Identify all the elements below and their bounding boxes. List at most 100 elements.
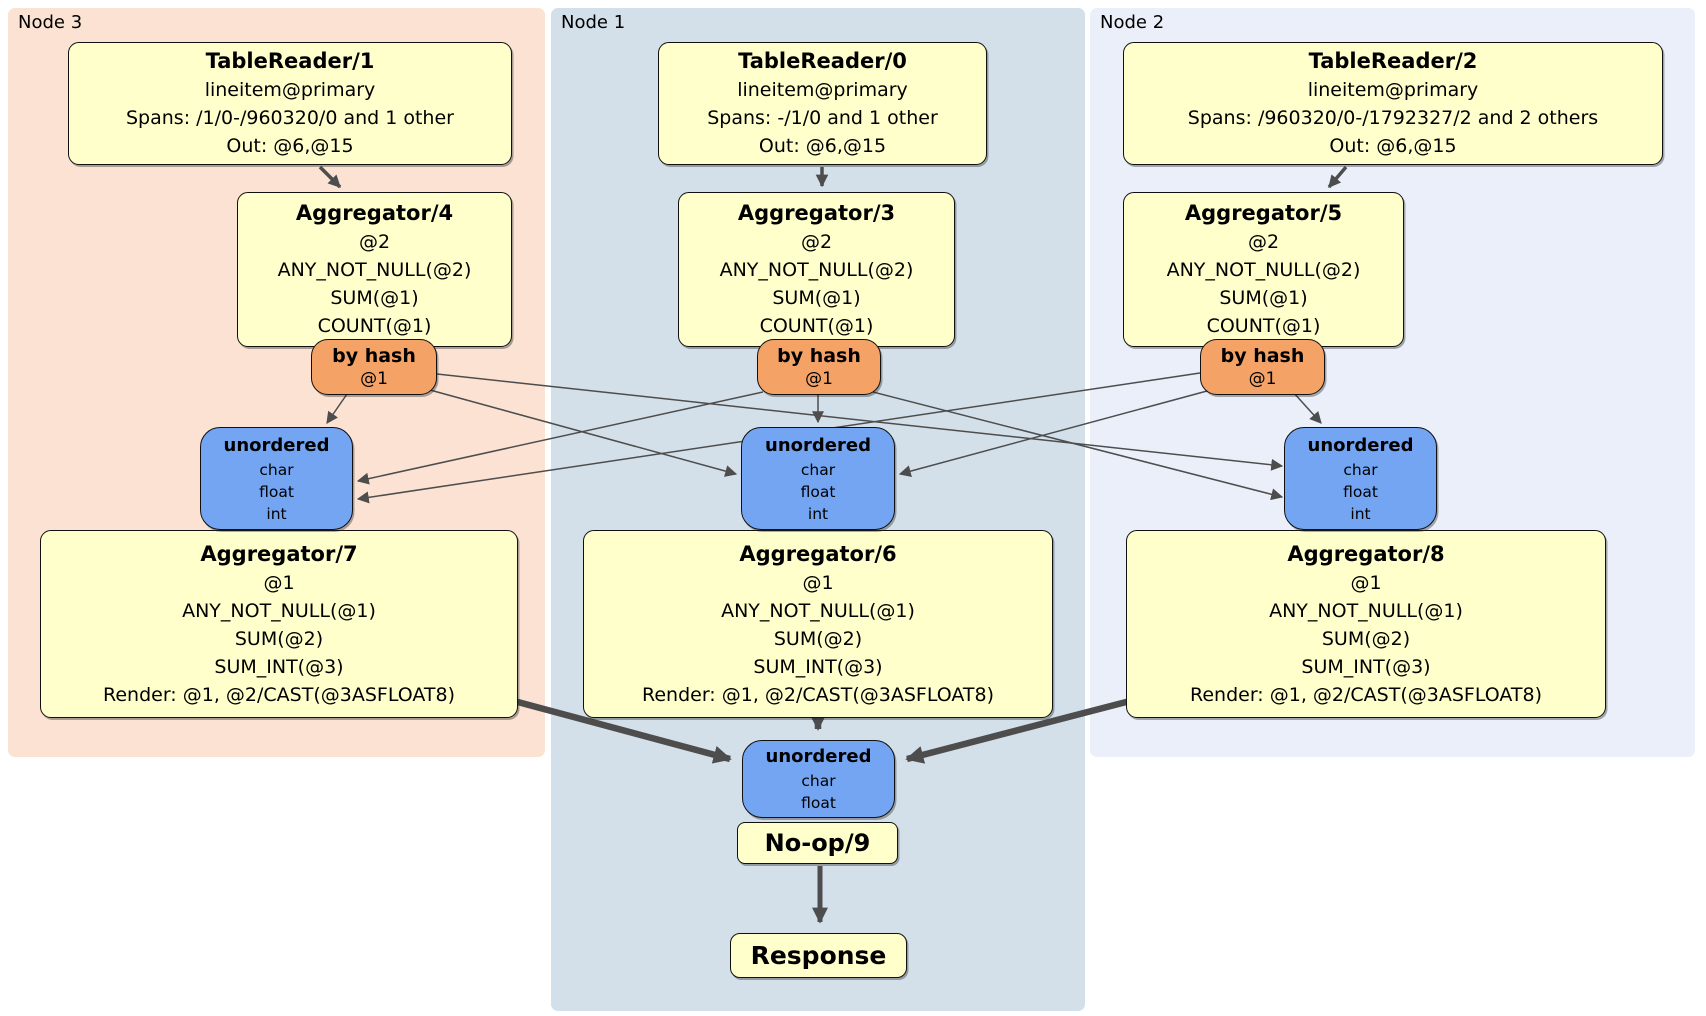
aggregator-7-fn1: ANY_NOT_NULL(@1) [182,599,376,622]
edge-router2-sync2 [1292,391,1322,424]
aggregator-6-fn1: ANY_NOT_NULL(@1) [721,599,915,622]
aggregator-4-box: Aggregator/4 @2 ANY_NOT_NULL(@2) SUM(@1)… [237,192,512,347]
aggregator-8-title: Aggregator/8 [1287,541,1445,566]
unordered-sync-node2-col1: char [1343,460,1378,479]
aggregator-4-group: @2 [358,231,391,253]
aggregator-8-fn1: ANY_NOT_NULL(@1) [1269,599,1463,622]
tablereader-1-out: Out: @6,@15 [226,135,354,157]
aggregator-4-title: Aggregator/4 [295,201,454,225]
aggregator-3-group: @2 [800,231,833,253]
tablereader-2-index: lineitem@primary [1307,79,1479,101]
response-label: Response [750,941,887,970]
noop-9-label: No-op/9 [764,829,871,857]
aggregator-3-fn2: SUM(@1) [772,287,861,309]
unordered-sync-node3-col3: int [266,504,287,523]
tablereader-0-spans: Spans: -/1/0 and 1 other [707,107,938,129]
aggregator-4-fn3: COUNT(@1) [317,315,432,337]
aggregator-3-fn3: COUNT(@1) [759,315,874,337]
unordered-sync-node1-col3: int [807,504,829,523]
tablereader-2-box: TableReader/2 lineitem@primary Spans: /9… [1123,42,1663,165]
aggregator-4-fn2: SUM(@1) [330,287,419,309]
edge-router1-sync3 [356,391,764,485]
aggregator-6-render: Render: @1, @2/CAST(@3ASFLOAT8) [642,683,994,706]
tablereader-2-out: Out: @6,@15 [1329,135,1457,157]
tablereader-to-aggregator-edges [318,165,1348,189]
unordered-sync-final-title: unordered [765,746,872,767]
panel-node3-label: Node 3 [18,12,83,33]
edge-router3-sync2 [436,373,1284,471]
tablereader-0-box: TableReader/0 lineitem@primary Spans: -/… [658,42,987,165]
aggregator-3-fn1: ANY_NOT_NULL(@2) [719,259,914,281]
aggregator-6-fn2: SUM(@2) [773,627,863,650]
unordered-sync-node1: unordered char float int [741,427,895,530]
hash-router-node1-title: by hash [777,345,861,367]
hash-router-node2: by hash @1 [1200,339,1325,395]
aggregator-5-title: Aggregator/5 [1184,201,1343,225]
hash-router-node3-key: @1 [360,369,388,389]
aggregator-8-fn2: SUM(@2) [1321,627,1411,650]
aggregator-7-fn2: SUM(@2) [234,627,324,650]
aggregator-6-title: Aggregator/6 [739,541,897,566]
aggregator-3-box: Aggregator/3 @2 ANY_NOT_NULL(@2) SUM(@1)… [678,192,955,347]
aggregator-5-fn2: SUM(@1) [1219,287,1308,309]
aggregator-3-title: Aggregator/3 [737,201,896,225]
unordered-sync-final-col1: char [801,772,836,790]
unordered-sync-final-col2: float [801,794,836,812]
aggregator-7-group: @1 [263,571,295,594]
aggregator-6-group: @1 [802,571,834,594]
aggregator-8-render: Render: @1, @2/CAST(@3ASFLOAT8) [1190,683,1542,706]
tablereader-0-index: lineitem@primary [737,79,908,101]
unordered-sync-final: unordered char float [742,740,895,818]
hash-router-node3: by hash @1 [311,339,437,395]
tablereader-1-box: TableReader/1 lineitem@primary Spans: /1… [68,42,512,165]
unordered-sync-node1-title: unordered [765,434,871,456]
aggregator-7-render: Render: @1, @2/CAST(@3ASFLOAT8) [103,683,455,706]
unordered-sync-node3-col1: char [259,460,294,479]
edge-agg8-finalsync [905,697,1131,764]
tablereader-1-spans: Spans: /1/0-/960320/0 and 1 other [126,107,454,129]
edge-tr1-agg4 [318,165,342,189]
noop-9-box: No-op/9 [737,822,898,864]
aggregator-5-group: @2 [1247,231,1280,253]
aggregator-7-title: Aggregator/7 [200,541,358,566]
unordered-sync-node3: unordered char float int [200,427,353,530]
unordered-sync-node2: unordered char float int [1284,427,1437,530]
aggregator-6-fn3: SUM_INT(@3) [753,655,883,678]
aggregator-8-group: @1 [1350,571,1382,594]
aggregator-8-fn3: SUM_INT(@3) [1301,655,1431,678]
panel-node2-label: Node 2 [1100,12,1165,33]
aggregator-6-box: Aggregator/6 @1 ANY_NOT_NULL(@1) SUM(@2)… [583,530,1053,718]
aggregator-7-fn3: SUM_INT(@3) [214,655,344,678]
unordered-sync-node2-col2: float [1343,482,1378,501]
tablereader-1-title: TableReader/1 [205,49,375,73]
aggregator-5-box: Aggregator/5 @2 ANY_NOT_NULL(@2) SUM(@1)… [1123,192,1404,347]
tablereader-0-out: Out: @6,@15 [758,135,887,157]
unordered-sync-node3-col2: float [259,482,294,501]
aggregator-5-fn3: COUNT(@1) [1206,315,1321,337]
edge-tr2-agg5 [1327,165,1348,189]
unordered-sync-node1-col1: char [800,460,836,479]
unordered-sync-node1-col2: float [800,482,836,501]
aggregator-4-fn1: ANY_NOT_NULL(@2) [277,259,472,281]
hash-router-node2-title: by hash [1220,345,1305,367]
tablereader-2-spans: Spans: /960320/0-/1792327/2 and 2 others [1187,107,1599,129]
tablereader-1-index: lineitem@primary [204,79,376,101]
aggregator-5-fn1: ANY_NOT_NULL(@2) [1166,259,1361,281]
tablereader-0-title: TableReader/0 [738,49,907,73]
unordered-sync-node3-title: unordered [223,434,330,456]
edge-agg7-finalsync [513,697,732,764]
hash-router-node1-key: @1 [805,369,833,389]
unordered-sync-node2-col3: int [1350,504,1371,523]
hash-router-node3-title: by hash [332,345,416,367]
tablereader-2-title: TableReader/2 [1308,49,1478,73]
edge-router2-sync1 [898,390,1208,477]
aggregator-7-box: Aggregator/7 @1 ANY_NOT_NULL(@1) SUM(@2)… [40,530,518,718]
response-box: Response [730,933,907,978]
panel-node1-label: Node 1 [561,12,626,33]
aggregator-8-box: Aggregator/8 @1 ANY_NOT_NULL(@1) SUM(@2)… [1126,530,1606,718]
hash-router-node1: by hash @1 [757,339,881,395]
edge-router1-sync2 [872,391,1284,501]
edge-router3-sync3 [326,393,348,424]
hash-router-node2-key: @1 [1248,369,1277,389]
